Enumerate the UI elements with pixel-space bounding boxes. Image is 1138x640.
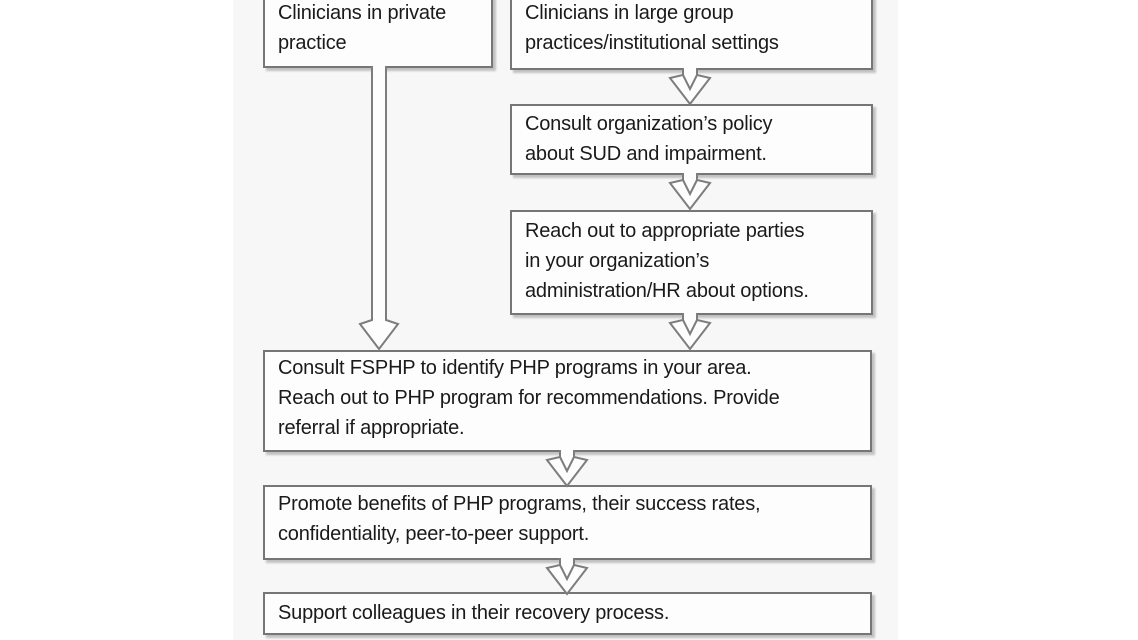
- flow-node-reach-out-admin: Reach out to appropriate parties in your…: [510, 210, 873, 315]
- flow-node-large-group: Clinicians in large group practices/inst…: [510, 0, 873, 70]
- arrow-promote-to-support-icon: [545, 558, 589, 596]
- node-text-line: Reach out to appropriate parties: [525, 220, 805, 242]
- node-text-line: Support colleagues in their recovery pro…: [278, 602, 670, 624]
- flow-node-consult-fsphp: Consult FSPHP to identify PHP programs i…: [263, 350, 872, 452]
- node-text-line: referral if appropriate.: [278, 417, 465, 439]
- node-text-line: Consult organization’s policy: [525, 113, 773, 135]
- node-text-line: confidentiality, peer-to-peer support.: [278, 523, 590, 545]
- arrow-reach-out-to-fsphp-icon: [668, 313, 712, 351]
- flow-node-promote-benefits: Promote benefits of PHP programs, their …: [263, 485, 872, 560]
- node-text-line: practice: [278, 32, 347, 54]
- flow-node-private-practice: Clinicians in private practice: [263, 0, 493, 68]
- node-text-line: practices/institutional settings: [525, 32, 779, 54]
- arrow-large-group-to-policy-icon: [668, 68, 712, 106]
- node-text-line: Clinicians in large group: [525, 2, 734, 24]
- node-text-line: Clinicians in private: [278, 2, 447, 24]
- node-text-line: Promote benefits of PHP programs, their …: [278, 493, 761, 515]
- flow-node-support-colleagues: Support colleagues in their recovery pro…: [263, 592, 872, 635]
- node-text-line: Reach out to PHP program for recommendat…: [278, 387, 780, 409]
- node-text-line: about SUD and impairment.: [525, 143, 767, 165]
- node-text-line: in your organization’s: [525, 250, 710, 272]
- arrow-policy-to-reach-out-icon: [668, 173, 712, 211]
- node-text-line: Consult FSPHP to identify PHP programs i…: [278, 357, 752, 379]
- arrow-fsphp-to-promote-icon: [545, 450, 589, 488]
- flow-node-org-policy: Consult organization’s policy about SUD …: [510, 104, 873, 175]
- node-text-line: administration/HR about options.: [525, 280, 809, 302]
- arrow-private-practice-to-fsphp-icon: [358, 66, 400, 350]
